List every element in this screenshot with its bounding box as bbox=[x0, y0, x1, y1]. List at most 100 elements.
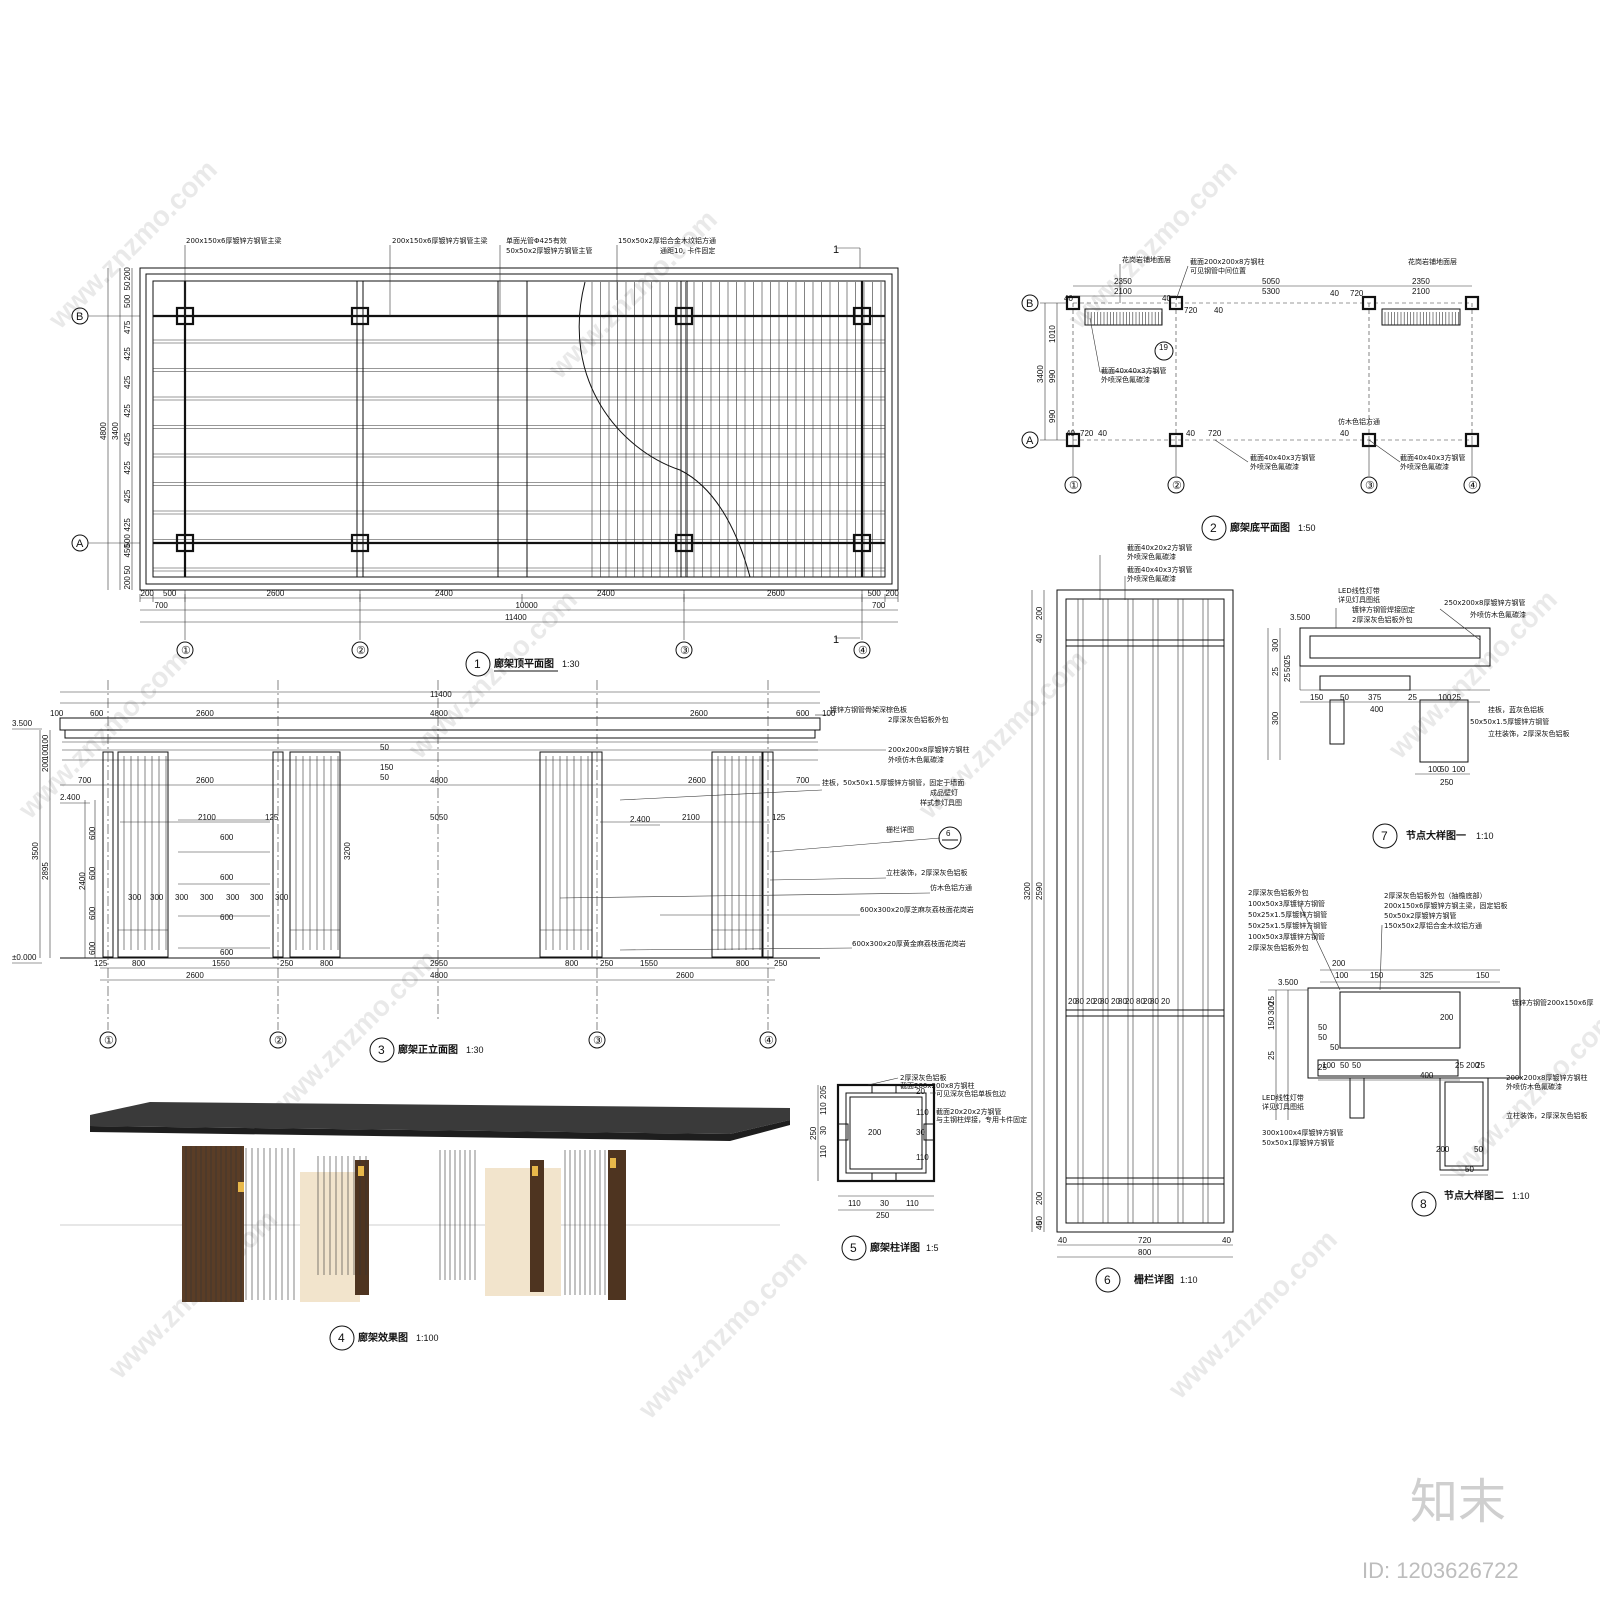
v2-small-dim-6: 40 bbox=[1066, 429, 1075, 438]
v1-left-dim-8: 425 bbox=[123, 461, 132, 475]
v5-dim-5: 250 bbox=[809, 1126, 818, 1140]
v5-note-2: 可见深灰色铝单板包边 bbox=[936, 1089, 1006, 1098]
v3-top-dim-0: 100 bbox=[50, 709, 64, 718]
v8-dim-10: 50 bbox=[1318, 1033, 1327, 1042]
v5-note-0: 2厚深灰色铝板 bbox=[900, 1073, 946, 1082]
v2-axis-v-1-circle bbox=[1021, 431, 1039, 449]
v2-column-1-0 bbox=[1168, 295, 1184, 311]
v1-note-1: 200x150x6厚镀锌方钢管主梁 bbox=[392, 236, 487, 245]
v5-note-1: 截面200x200x8方钢柱 bbox=[900, 1081, 974, 1090]
v7-beam-inner bbox=[1309, 635, 1481, 659]
v6-mid-dim-3: 20 bbox=[1093, 997, 1102, 1006]
v7-dim-13: 250 bbox=[1440, 778, 1454, 787]
v1-note-4: 150x50x2厚铝合金木纹铝方通 bbox=[618, 236, 716, 245]
v1-column-1-0 bbox=[350, 306, 370, 326]
v5-bottom-a: 110 bbox=[848, 1199, 861, 1208]
v6-mid-dim-9: 20 bbox=[1143, 997, 1152, 1006]
v3-bottom-total-1: 4800 bbox=[430, 971, 448, 980]
v5-bottom-c: 110 bbox=[906, 1199, 919, 1208]
v3-inner-dim-8: 600 bbox=[220, 873, 234, 882]
v8-note-right-2: 50x50x2厚镀锌方钢管 bbox=[1384, 911, 1457, 920]
v1-axis-h-1-circle bbox=[351, 641, 369, 659]
v3-mid-dim-3: 2600 bbox=[688, 776, 706, 785]
v8-note-side-2: 外喷仿木色氟碳漆 bbox=[1506, 1082, 1562, 1091]
v8-dim-22: 50 bbox=[1465, 1165, 1474, 1174]
view-node-detail-2: 2厚深灰色铝板外包100x50x3厚镀锌方钢管50x25x1.5厚镀锌方钢管50… bbox=[1248, 888, 1593, 1217]
v1-bottom-dim-4: 2400 bbox=[597, 589, 615, 598]
v7-note-2: 镀锌方钢管焊接固定 bbox=[1352, 605, 1415, 614]
v1-column-3-0 bbox=[852, 306, 872, 326]
v8-dim-9: 50 bbox=[1318, 1023, 1327, 1032]
v2-fence-0 bbox=[1084, 308, 1163, 326]
v1-bottom-dim-5: 2600 bbox=[767, 589, 785, 598]
v2-small-dim-3: 40 bbox=[1330, 289, 1339, 298]
v4-pillar-2 bbox=[530, 1160, 544, 1292]
watermark-1: www.znzmo.com bbox=[542, 204, 723, 385]
v8-dim-2: 150 bbox=[1370, 971, 1384, 980]
v3-note-3: 外喷仿木色氟碳漆 bbox=[888, 755, 944, 764]
v2-small-dim-8: 40 bbox=[1098, 429, 1107, 438]
v2-axis-v-0: B bbox=[1026, 298, 1033, 310]
v8-dim-8: 25 bbox=[1267, 1051, 1276, 1060]
v8-dim-13: 100 bbox=[1322, 1061, 1336, 1070]
v8-note-left-3: 50x25x1.5厚镀锌方钢管 bbox=[1248, 921, 1327, 930]
v3-left-dim-2: 200 bbox=[41, 758, 50, 772]
v8-level: 3.500 bbox=[1278, 978, 1299, 987]
v2-small-dim-2: 40 bbox=[1214, 306, 1223, 315]
v3-inner-dim-10: 600 bbox=[220, 948, 234, 957]
v7-dim-8: 25 bbox=[1452, 693, 1461, 702]
v3-left-dim-3: 600 bbox=[88, 826, 97, 840]
v8-column-inner bbox=[1444, 1081, 1484, 1167]
v5-dim-8: 110 bbox=[916, 1108, 929, 1117]
v7-note-1: 详见灯具图纸 bbox=[1338, 595, 1380, 604]
v1-column-0-1 bbox=[175, 533, 195, 553]
v6-title-num: 6 bbox=[1104, 1273, 1111, 1287]
v1-left-dim-14: 200 bbox=[123, 576, 132, 590]
v8-note-right-3: 150x50x2厚铝合金木纹铝方通 bbox=[1384, 921, 1482, 930]
v2-top-dim-5: 2100 bbox=[1412, 287, 1430, 296]
v8-dim-1: 100 bbox=[1335, 971, 1349, 980]
v4-lamp-1 bbox=[358, 1166, 364, 1176]
v6-bottom-dim-1: 720 bbox=[1138, 1236, 1152, 1245]
v4-title-num: 4 bbox=[338, 1331, 345, 1345]
v8-dim-14: 50 bbox=[1340, 1061, 1349, 1070]
v7-dim-1: 25 bbox=[1271, 667, 1280, 676]
v8-dim-16: 400 bbox=[1420, 1071, 1434, 1080]
v3-note-4: 挂板，50x50x1.5厚镀锌方钢管，固定于墙面 bbox=[822, 778, 964, 787]
v6-scale: 1:10 bbox=[1180, 1275, 1198, 1285]
v6-note-1: 外喷深色氟碳漆 bbox=[1127, 552, 1176, 561]
v3-column-2 bbox=[591, 751, 603, 958]
v7-note-8: 立柱装饰，2厚深灰色铝板 bbox=[1488, 729, 1569, 738]
v6-mid-dim-6: 80 bbox=[1118, 997, 1127, 1006]
v1-axis-h-3: ④ bbox=[858, 645, 868, 657]
v2-note-0: 花岗岩铺地面层 bbox=[1122, 255, 1171, 264]
v2-title-num: 2 bbox=[1210, 521, 1217, 535]
v3-note-1: 2厚深灰色铝板外包 bbox=[888, 715, 948, 724]
v1-left-dim-10: 425 bbox=[123, 518, 132, 532]
v2-note-1: 截面200x200x8方钢柱 bbox=[1190, 257, 1264, 266]
v2-top-dim-4: 2350 bbox=[1412, 277, 1430, 286]
v2-title: 廊架底平面图 bbox=[1230, 521, 1290, 534]
v2-note-3: 花岗岩铺地面层 bbox=[1408, 257, 1457, 266]
v2-note-10: 仿木色铝方通 bbox=[1338, 417, 1380, 426]
v2-note-9: 外喷深色氟碳漆 bbox=[1400, 462, 1449, 471]
v2-small-dim-0: 40 bbox=[1064, 294, 1073, 303]
v2-note-5: 外喷深色氟碳漆 bbox=[1101, 375, 1150, 384]
v5-dim-0: 5 bbox=[819, 1085, 828, 1090]
v8-dim-19: 200 bbox=[1466, 1061, 1480, 1070]
v3-mid-dim-6: 125 bbox=[265, 813, 279, 822]
v2-top-dim-1: 2100 bbox=[1114, 287, 1132, 296]
v2-note-7: 外喷深色氟碳漆 bbox=[1250, 462, 1299, 471]
v2-note-4: 截面40x40x3方钢管 bbox=[1101, 366, 1167, 375]
v2-axis-h-0: ① bbox=[1069, 480, 1079, 492]
v3-level-2: ±0.000 bbox=[12, 953, 37, 962]
v4-title-bubble bbox=[329, 1325, 355, 1351]
v3-mid-dim-7: 5050 bbox=[430, 813, 448, 822]
v3-left-dim-9: 2895 bbox=[41, 862, 50, 880]
v1-left-dim-1: 50 bbox=[123, 281, 132, 290]
v7-dim-7: 100 bbox=[1438, 693, 1452, 702]
v3-axis-h-0: ① bbox=[104, 1035, 114, 1047]
v6-mid-dim-2: 20 bbox=[1086, 997, 1095, 1006]
